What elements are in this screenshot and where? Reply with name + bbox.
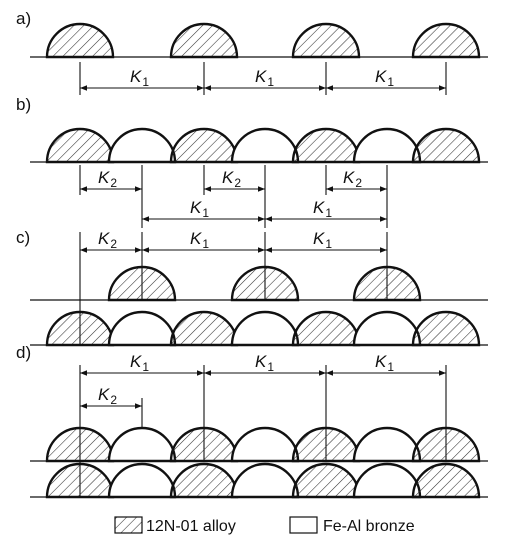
weld-bead-fe-al-bronze [107, 462, 177, 499]
domes-panel-d-upper [45, 426, 481, 463]
domes-panel-c-upper [107, 265, 422, 302]
domes-panel-a [45, 22, 481, 59]
weld-bead-12n-01-alloy [411, 310, 481, 347]
k1-label: K1 [313, 198, 332, 220]
legend-label-hatched: 12N-01 alloy [146, 518, 236, 535]
weld-bead-12n-01-alloy [411, 462, 481, 499]
weld-bead-fe-al-bronze [230, 426, 300, 463]
k1-label: K1 [255, 67, 274, 89]
weld-bead-12n-01-alloy [169, 127, 239, 164]
k1-label: K1 [313, 229, 332, 251]
weld-bead-12n-01-alloy [291, 127, 361, 164]
domes-panel-b [45, 127, 481, 164]
k2-label: K2 [98, 385, 117, 407]
weld-bead-12n-01-alloy [230, 265, 300, 302]
weld-bead-12n-01-alloy [291, 22, 361, 59]
legend-label-plain: Fe-Al bronze [323, 518, 415, 535]
weld-bead-fe-al-bronze [107, 310, 177, 347]
legend-swatch-hatched [114, 516, 143, 534]
legend: 12N-01 alloy Fe-Al bronze [114, 516, 415, 535]
weld-bead-12n-01-alloy [45, 127, 115, 164]
k2-label: K2 [343, 168, 362, 190]
weld-bead-12n-01-alloy [411, 22, 481, 59]
k1-label: K1 [190, 229, 209, 251]
weld-bead-fe-al-bronze [230, 310, 300, 347]
k1-label: K1 [130, 352, 149, 374]
dimensions-panel-d: K1 K1 K1 K2 [80, 352, 446, 409]
weld-bead-12n-01-alloy [291, 426, 361, 463]
dimensions-panel-a: K1 K1 K1 [80, 67, 446, 91]
dimensions-panel-b: K2 K2 K2 K1 K1 [80, 168, 387, 222]
weld-bead-12n-01-alloy [45, 426, 115, 463]
domes-panel-c-lower [45, 310, 481, 347]
weld-bead-12n-01-alloy [411, 426, 481, 463]
weld-bead-12n-01-alloy [45, 462, 115, 499]
weld-bead-fe-al-bronze [352, 462, 422, 499]
k1-label: K1 [130, 67, 149, 89]
panel-label-d: d) [16, 343, 31, 362]
k2-label: K2 [222, 168, 241, 190]
panel-label-c: c) [16, 228, 30, 247]
weld-bead-12n-01-alloy [169, 310, 239, 347]
k2-label: K2 [98, 229, 117, 251]
weld-bead-12n-01-alloy [291, 462, 361, 499]
k1-label: K1 [255, 352, 274, 374]
weld-bead-12n-01-alloy [169, 22, 239, 59]
legend-swatch-plain [289, 516, 318, 534]
weld-bead-12n-01-alloy [352, 265, 422, 302]
weld-bead-fe-al-bronze [230, 127, 300, 164]
panel-label-b: b) [16, 95, 31, 114]
k1-label: K1 [190, 198, 209, 220]
weld-bead-12n-01-alloy [45, 22, 115, 59]
weld-bead-fe-al-bronze [107, 426, 177, 463]
weld-bead-fe-al-bronze [352, 310, 422, 347]
weld-bead-fe-al-bronze [352, 426, 422, 463]
weld-bead-12n-01-alloy [45, 310, 115, 347]
weld-bead-12n-01-alloy [107, 265, 177, 302]
weld-bead-12n-01-alloy [169, 426, 239, 463]
panel-label-a: a) [16, 9, 31, 28]
k1-label: K1 [375, 67, 394, 89]
k2-label: K2 [98, 168, 117, 190]
k1-label: K1 [375, 352, 394, 374]
weld-bead-12n-01-alloy [411, 127, 481, 164]
weld-bead-fe-al-bronze [352, 127, 422, 164]
weld-bead-12n-01-alloy [291, 310, 361, 347]
domes-panel-d-lower [45, 462, 481, 499]
weld-bead-fe-al-bronze [107, 127, 177, 164]
dimensions-panel-c: K2 K1 K1 [80, 229, 387, 253]
weld-bead-12n-01-alloy [169, 462, 239, 499]
weld-bead-fe-al-bronze [230, 462, 300, 499]
